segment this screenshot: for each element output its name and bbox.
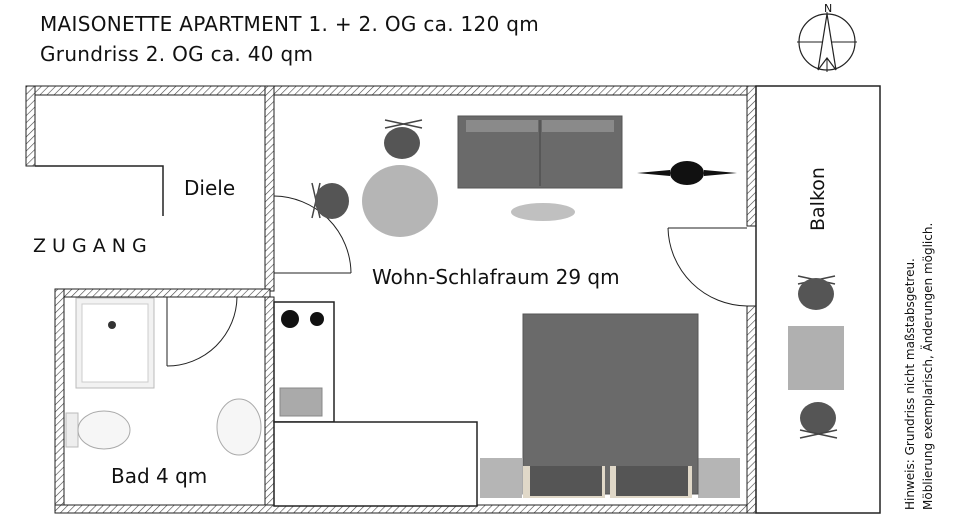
- plan-subtitle: Grundriss 2. OG ca. 40 qm: [40, 42, 314, 66]
- lamp-icon: [637, 161, 737, 185]
- bed: [480, 313, 740, 498]
- chair-top: [384, 119, 423, 159]
- note-line-1: Hinweis: Grundriss nicht maßstabsgetreu.: [903, 258, 917, 510]
- room-label-balkon: Balkon: [807, 167, 829, 231]
- round-table: [362, 165, 438, 237]
- walls: [25, 85, 757, 514]
- room-label-diele: Diele: [184, 176, 235, 200]
- compass-north-label: N: [824, 2, 832, 15]
- sink: [216, 398, 262, 456]
- chair-left: [311, 182, 349, 219]
- coffee-table: [511, 203, 575, 221]
- kitchen: [273, 301, 478, 507]
- plan-title: MAISONETTE APARTMENT 1. + 2. OG ca. 120 …: [40, 12, 540, 36]
- sofa: [457, 115, 623, 189]
- door-bad: [166, 296, 238, 367]
- room-label-bad: Bad 4 qm: [111, 464, 207, 488]
- compass-icon: N: [797, 2, 857, 72]
- chair-balkon-top: [797, 275, 836, 310]
- room-label-wohn: Wohn-Schlafraum 29 qm: [372, 265, 620, 289]
- door-diele: [273, 195, 352, 274]
- balcony: [755, 85, 881, 514]
- room-label-zugang: Z U G A N G: [33, 235, 147, 257]
- door-balkon: [667, 227, 748, 307]
- bathtub: [75, 297, 155, 389]
- balcony-table: [788, 326, 844, 390]
- note-line-2: Möblierung exemplarisch, Änderungen mögl…: [920, 223, 935, 510]
- chair-balkon-bottom: [799, 402, 838, 439]
- toilet: [65, 410, 131, 450]
